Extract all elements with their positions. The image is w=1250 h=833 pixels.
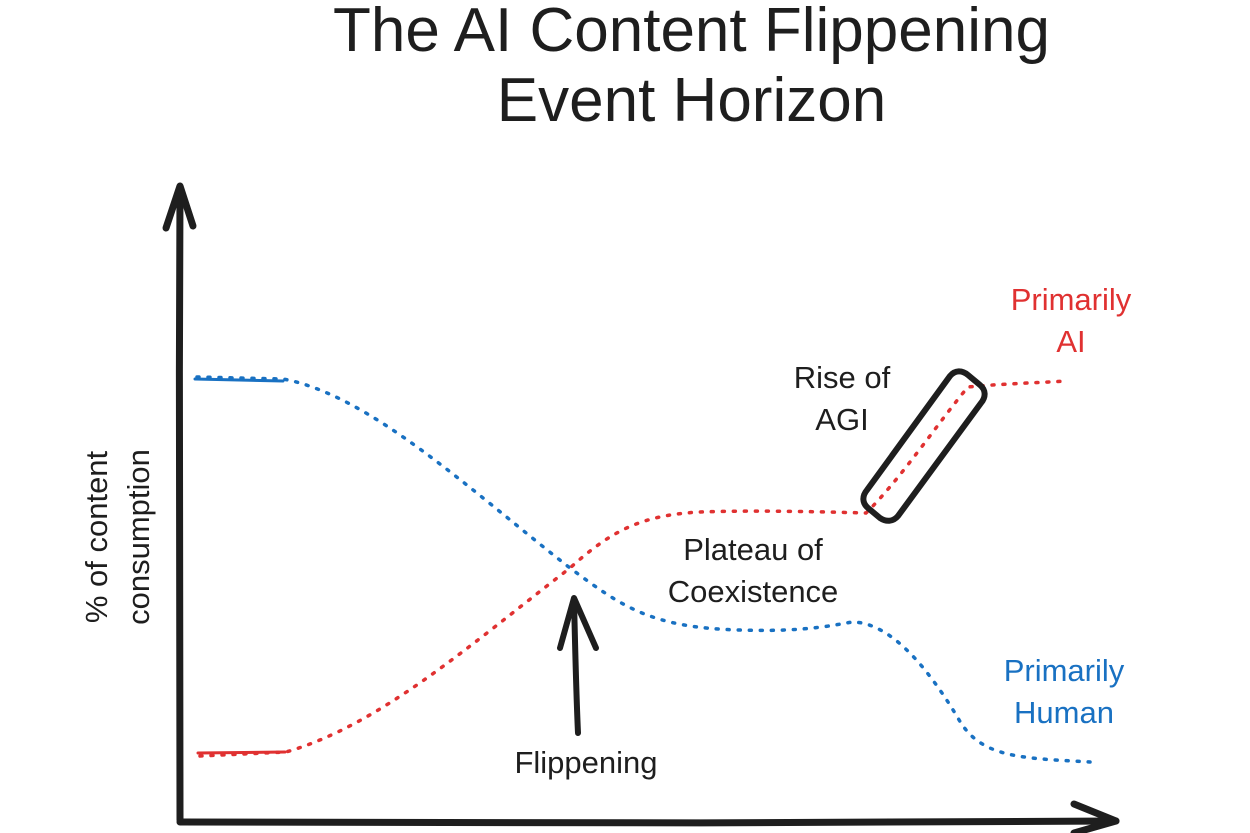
ai-curve-start-segment bbox=[196, 750, 287, 755]
y-axis bbox=[175, 184, 184, 824]
title-line-1: The AI Content Flippening bbox=[333, 0, 1050, 65]
y-axis-arrowhead bbox=[162, 182, 197, 232]
flippening-arrow-head bbox=[557, 595, 599, 651]
primarily-ai-label-line-2: AI bbox=[1056, 324, 1086, 359]
plateau-label-line-2: Coexistence bbox=[667, 574, 839, 609]
plateau-label-line-1: Plateau of bbox=[683, 532, 823, 567]
axes bbox=[162, 182, 1120, 833]
y-axis-label-line-2: consumption bbox=[121, 449, 156, 625]
title-line-2: Event Horizon bbox=[496, 66, 887, 135]
primarily-human-label-line-1: Primarily bbox=[1003, 653, 1125, 688]
flippening-arrow bbox=[557, 595, 599, 736]
rise-of-agi-label-line-1: Rise of bbox=[793, 360, 891, 395]
y-axis-label: % of content consumption bbox=[76, 449, 160, 625]
y-axis-label-line-1: % of content bbox=[79, 450, 114, 624]
ai-curve bbox=[196, 379, 1070, 758]
flippening-arrow-shaft bbox=[571, 597, 581, 736]
primarily-ai-label-line-1: Primarily bbox=[1010, 282, 1132, 317]
human-curve-line bbox=[195, 375, 1092, 764]
x-axis-arrowhead bbox=[1070, 800, 1120, 833]
rise-of-agi-label-line-2: AGI bbox=[815, 402, 869, 437]
flippening-label: Flippening bbox=[514, 745, 658, 780]
human-curve-start-segment bbox=[193, 377, 285, 383]
rise-of-agi-label: Rise of AGI bbox=[782, 357, 902, 441]
primarily-human-label-line-2: Human bbox=[1014, 695, 1114, 730]
primarily-human-label: Primarily Human bbox=[990, 650, 1138, 734]
primarily-ai-label: Primarily AI bbox=[1000, 279, 1142, 363]
human-curve bbox=[193, 375, 1092, 764]
ai-curve-line bbox=[198, 379, 1070, 758]
agi-highlight-box bbox=[860, 368, 988, 524]
plateau-label: Plateau of Coexistence bbox=[648, 529, 858, 613]
x-axis bbox=[176, 817, 1120, 827]
